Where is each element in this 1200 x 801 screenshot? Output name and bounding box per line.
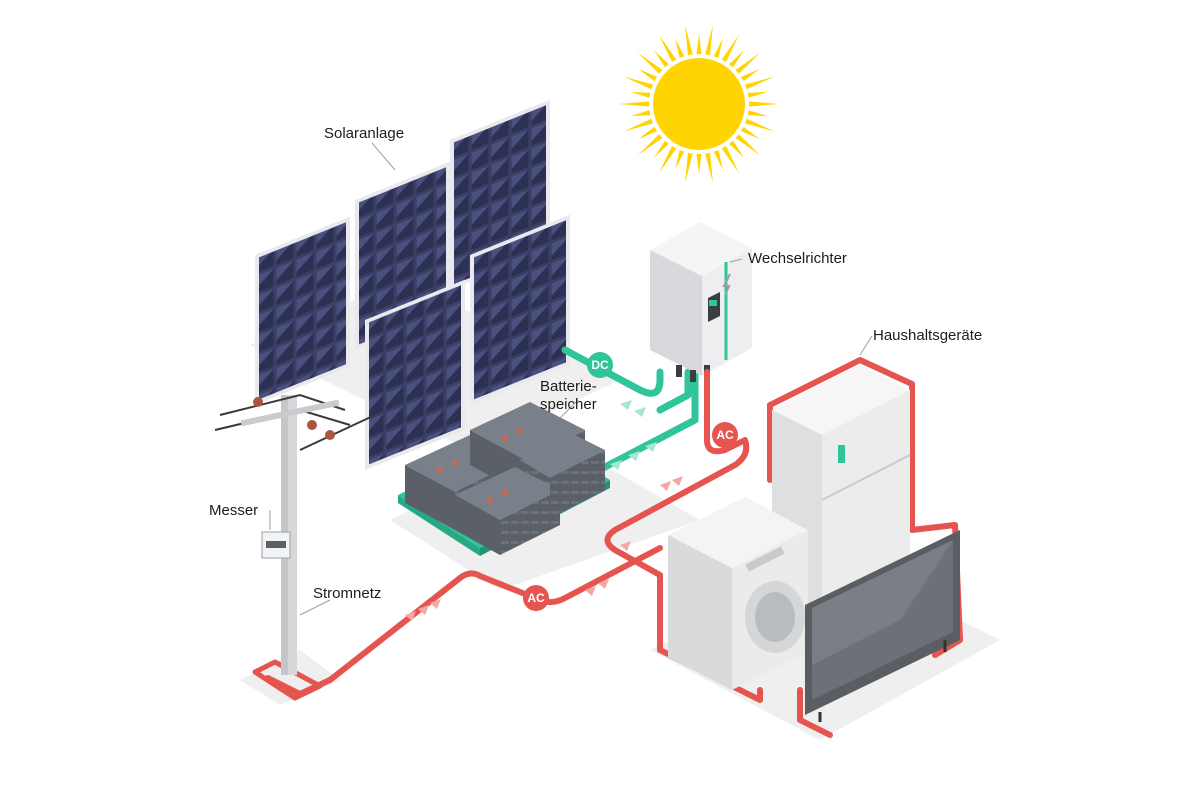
ac-badge-inverter-text: AC: [716, 428, 734, 442]
sun-ray: [623, 76, 653, 90]
ac-badge-inverter: AC: [712, 422, 738, 448]
ac-flow-arrows: [405, 476, 683, 621]
sun-ray: [747, 110, 768, 117]
sun-ray: [675, 38, 685, 58]
sun-ray: [696, 34, 702, 55]
sun-ray: [735, 134, 761, 156]
utility-pole: [214, 393, 376, 675]
sun-ray: [685, 152, 693, 183]
sun-ray: [675, 150, 685, 170]
sun-ray: [659, 34, 677, 62]
sun-ray: [713, 150, 723, 170]
battery-storage: [398, 402, 610, 556]
dc-cable: [561, 346, 699, 484]
sun-ray: [619, 101, 650, 107]
solar-panel-1: [255, 216, 350, 405]
ac-badge-grid-text: AC: [527, 591, 545, 605]
label-battery-line2: speicher: [540, 396, 597, 413]
label-solar: Solaranlage: [324, 125, 405, 142]
ac-cable: [252, 357, 963, 738]
dc-flow-arrows: [610, 400, 657, 470]
solar-panel-5: [470, 214, 570, 405]
sun-icon: [619, 25, 779, 183]
television: [805, 530, 960, 722]
sun-ray: [630, 91, 651, 98]
sun-ray: [637, 52, 663, 74]
sun-ray: [729, 140, 744, 158]
sun-ray: [696, 153, 702, 174]
label-inverter: Wechselrichter: [748, 250, 847, 267]
sun-ray: [747, 91, 768, 98]
label-grid: Stromnetz: [313, 585, 382, 602]
sun-ray: [748, 101, 779, 107]
sun-ray: [659, 146, 677, 174]
sun-ray: [705, 152, 713, 183]
label-appliances: Haushaltsgeräte: [873, 327, 983, 344]
sun-ray: [654, 50, 669, 68]
sun-ray: [705, 25, 713, 56]
label-meter: Messer: [209, 502, 259, 519]
sun-ray: [745, 76, 775, 90]
sun-ray: [729, 50, 744, 68]
dc-badge: DC: [587, 352, 613, 378]
sun-ray: [745, 118, 775, 132]
sun-ray: [654, 140, 669, 158]
label-battery-line1: Batterie-: [540, 378, 597, 395]
meter-icon: [261, 531, 291, 559]
sun-ray: [735, 52, 761, 74]
sun-ray: [741, 126, 760, 139]
inverter: [650, 222, 752, 382]
sun-ray: [638, 69, 657, 82]
dc-badge-text: DC: [591, 358, 609, 372]
solar-panels: [255, 99, 570, 470]
ac-badge-grid: AC: [523, 585, 549, 611]
sun-ray: [638, 126, 657, 139]
solar-panel-4: [365, 279, 465, 470]
sun-ray: [623, 118, 653, 132]
sun-ray: [637, 134, 663, 156]
sun-ray: [721, 146, 739, 174]
sun-ray: [630, 110, 651, 117]
sun-ray: [713, 38, 723, 58]
leader-lines: [269, 142, 873, 616]
sun-ray: [721, 34, 739, 62]
sun-ray: [741, 69, 760, 82]
sun-ray: [685, 25, 693, 56]
washing-machine: [668, 497, 808, 690]
